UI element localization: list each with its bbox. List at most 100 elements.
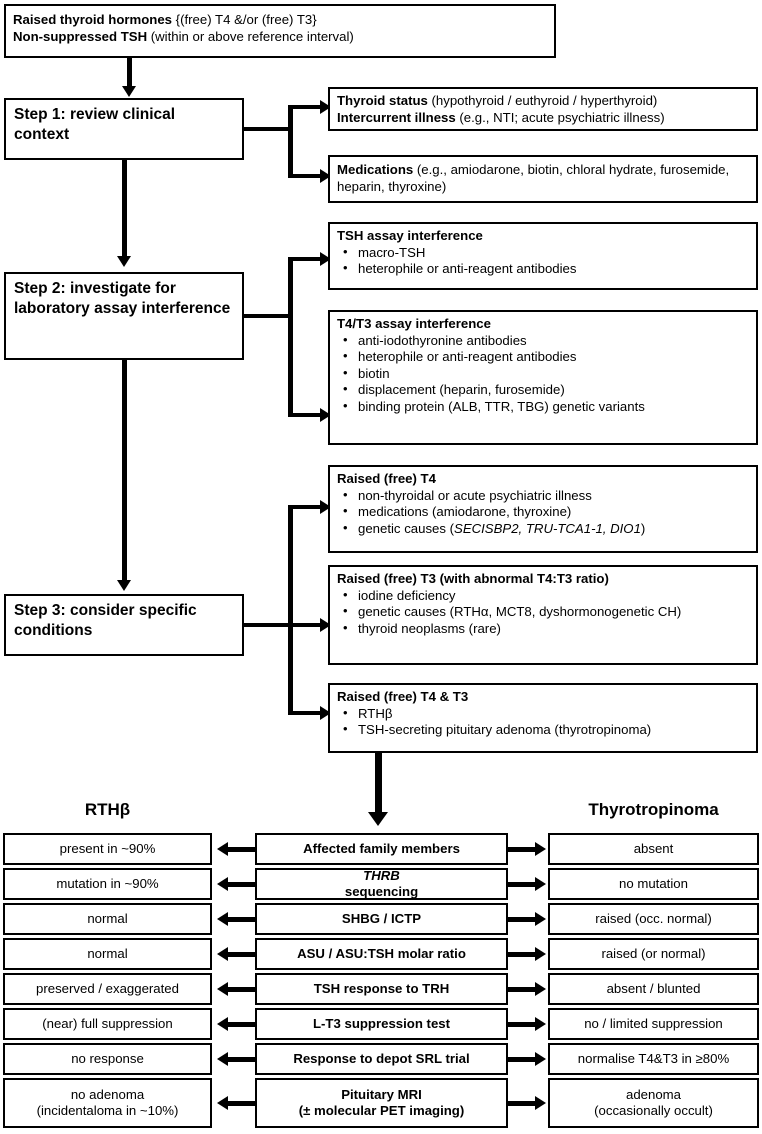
comparison-left-header: RTHβ xyxy=(84,800,131,819)
comparison-left-cell: preserved / exaggerated xyxy=(3,973,212,1005)
comparison-left-cell: normal xyxy=(3,903,212,935)
connector-step2-to-boxA xyxy=(288,257,326,261)
arrow-left-2 xyxy=(217,877,228,891)
arrow-right-8 xyxy=(535,1096,546,1110)
arrow-line-left-4 xyxy=(228,952,257,957)
list-item: thyroid neoplasms (rare) xyxy=(337,620,749,638)
arrow-right-step3-boxA xyxy=(320,500,331,514)
header-line1-rest: {(free) T4 &/or (free) T3} xyxy=(172,12,317,27)
comparison-right-header: Thyrotropinoma xyxy=(588,800,719,819)
cell-text: (near) full suppression xyxy=(42,1015,173,1031)
list-item: genetic causes (SECISBP2, TRU-TCA1-1, DI… xyxy=(337,520,749,538)
comparison-left-cell: mutation in ~90% xyxy=(3,868,212,900)
connector-step3-to-boxC xyxy=(288,711,326,715)
t4t3-assay-title: T4/T3 assay interference xyxy=(337,316,491,331)
comparison-right-cell: raised (or normal) xyxy=(548,938,759,970)
arrow-right-3 xyxy=(535,912,546,926)
connector-step3-out xyxy=(244,623,292,627)
arrow-right-2 xyxy=(535,877,546,891)
arrow-left-7 xyxy=(217,1052,228,1066)
arrow-right-step2-boxA xyxy=(320,252,331,266)
tsh-assay-interference-box: TSH assay interference macro-TSH heterop… xyxy=(328,222,758,290)
header-line1-bold: Raised thyroid hormones xyxy=(13,12,173,27)
comparison-middle-cell: Pituitary MRI (± molecular PET imaging) xyxy=(255,1078,508,1128)
arrow-line-right-6 xyxy=(508,1022,537,1027)
gene-names: SECISBP2, TRU-TCA1-1, DIO1 xyxy=(454,520,641,536)
medications-box: Medications (e.g., amiodarone, biotin, c… xyxy=(328,155,758,203)
cell-text: preserved / exaggerated xyxy=(36,980,179,996)
arrow-right-step1-boxA xyxy=(320,100,331,114)
step-3-label: Step 3: consider specific conditions xyxy=(14,602,197,640)
thyroid-status-label: Thyroid status xyxy=(337,93,428,108)
list-item: RTHβ xyxy=(337,705,749,723)
arrow-right-step1-boxB xyxy=(320,169,331,183)
cell-text: absent / blunted xyxy=(606,980,701,996)
t4t3-assay-interference-box: T4/T3 assay interference anti-iodothyron… xyxy=(328,310,758,445)
intercurrent-illness-detail: (e.g., NTI; acute psychiatric illness) xyxy=(455,109,665,125)
connector-header-to-step1 xyxy=(127,58,132,88)
raised-t4-t3-bullets: RTHβ TSH-secreting pituitary adenoma (th… xyxy=(337,705,749,739)
list-item: iodine deficiency xyxy=(337,587,749,605)
cell-text: normal xyxy=(87,945,128,961)
arrow-line-right-1 xyxy=(508,847,537,852)
arrow-line-right-4 xyxy=(508,952,537,957)
connector-step3-split xyxy=(288,505,293,715)
comparison-right-cell: adenoma (occasionally occult) xyxy=(548,1078,759,1128)
raised-t4-t3-title: Raised (free) T4 & T3 xyxy=(337,689,469,704)
cell-text: ASU / ASU:TSH molar ratio xyxy=(297,945,466,961)
cell-text: SHBG / ICTP xyxy=(341,910,422,926)
header-line2-rest: (within or above reference interval) xyxy=(147,28,354,44)
list-item: macro-TSH xyxy=(337,244,749,262)
cell-text: L-T3 suppression test xyxy=(312,1015,451,1031)
list-item: medications (amiodarone, thyroxine) xyxy=(337,503,749,521)
comparison-left-cell: no response xyxy=(3,1043,212,1075)
arrow-line-left-1 xyxy=(228,847,257,852)
arrow-down-step1-step2 xyxy=(117,256,131,267)
thyroid-status-box: Thyroid status (hypothyroid / euthyroid … xyxy=(328,87,758,131)
connector-step2-out xyxy=(244,314,292,318)
arrow-line-left-3 xyxy=(228,917,257,922)
comparison-middle-cell: Affected family members xyxy=(255,833,508,865)
arrow-line-right-7 xyxy=(508,1057,537,1062)
cell-text: normal xyxy=(87,910,128,926)
arrow-line-right-2 xyxy=(508,882,537,887)
genetic-causes-suffix: ) xyxy=(640,520,646,536)
arrow-line-right-8 xyxy=(508,1101,537,1106)
comparison-left-cell: (near) full suppression xyxy=(3,1008,212,1040)
cell-text: THRB sequencing xyxy=(345,868,418,900)
arrow-right-6 xyxy=(535,1017,546,1031)
header-line2-bold: Non-suppressed TSH xyxy=(13,28,148,44)
arrow-right-4 xyxy=(535,947,546,961)
genetic-causes-prefix: genetic causes ( xyxy=(358,520,455,536)
comparison-left-cell: present in ~90% xyxy=(3,833,212,865)
step-3-box: Step 3: consider specific conditions xyxy=(4,594,244,656)
cell-text: no adenoma (incidentaloma in ~10%) xyxy=(36,1086,179,1118)
list-item: biotin xyxy=(337,365,749,383)
arrow-right-step3-boxB xyxy=(320,618,331,632)
medications-label: Medications xyxy=(337,162,414,177)
cell-text: adenoma (occasionally occult) xyxy=(594,1086,713,1118)
comparison-middle-cell: THRB sequencing xyxy=(255,868,508,900)
arrow-left-8 xyxy=(217,1096,228,1110)
arrow-right-5 xyxy=(535,982,546,996)
raised-t4-box: Raised (free) T4 non-thyroidal or acute … xyxy=(328,465,758,553)
list-item: genetic causes (RTHα, MCT8, dyshormonoge… xyxy=(337,603,718,621)
comparison-right-cell: no mutation xyxy=(548,868,759,900)
connector-step1-to-boxA xyxy=(288,105,326,109)
list-item: heterophile or anti-reagent antibodies xyxy=(337,348,749,366)
arrow-right-7 xyxy=(535,1052,546,1066)
comparison-middle-cell: Response to depot SRL trial xyxy=(255,1043,508,1075)
arrow-line-left-5 xyxy=(228,987,257,992)
cell-text: no mutation xyxy=(619,875,688,891)
connector-step2-to-step3 xyxy=(122,360,127,582)
list-item: binding protein (ALB, TTR, TBG) genetic … xyxy=(337,398,749,416)
step-1-label: Step 1: review clinical context xyxy=(14,106,176,144)
intercurrent-illness-label: Intercurrent illness xyxy=(337,109,456,125)
list-item: anti-iodothyronine antibodies xyxy=(337,332,749,350)
raised-t4-t3-box: Raised (free) T4 & T3 RTHβ TSH-secreting… xyxy=(328,683,758,753)
arrow-down-step2-step3 xyxy=(117,580,131,591)
arrow-left-3 xyxy=(217,912,228,926)
comparison-right-cell: no / limited suppression xyxy=(548,1008,759,1040)
step-2-label: Step 2: investigate for laboratory assay… xyxy=(14,280,231,318)
